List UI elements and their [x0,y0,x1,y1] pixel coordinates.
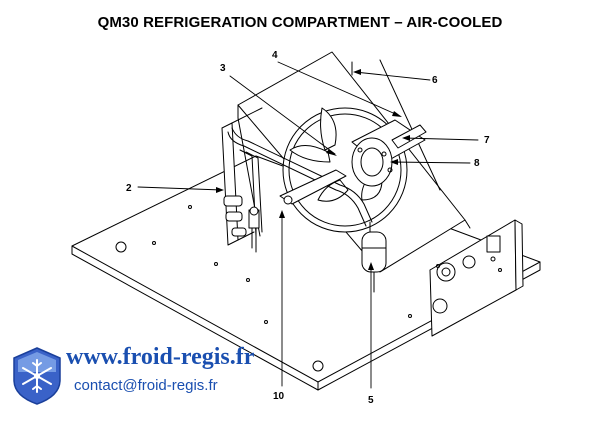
callout-7: 7 [484,135,490,146]
fan-thermostat [248,206,260,253]
refrigerant-piping [227,127,373,237]
callout-6: 6 [432,75,438,86]
condenser-coil [221,107,263,246]
drier [361,221,387,293]
base-plate [71,155,541,391]
watermark-email[interactable]: contact@froid-regis.fr [74,377,218,394]
snowflake-shield-icon [13,347,61,405]
callout-10: 10 [273,391,285,402]
fan-motor [351,119,427,187]
callout-leaders [137,61,479,389]
callout-8: 8 [474,158,480,169]
callout-5: 5 [368,395,374,406]
callout-3: 3 [220,63,226,74]
diagram-title: QM30 REFRIGERATION COMPARTMENT – AIR-COO… [97,14,503,31]
side-bracket-panel [429,219,524,337]
watermark-url[interactable]: www.froid-regis.fr [66,344,255,370]
callout-4: 4 [272,50,278,61]
callout-2: 2 [126,183,132,194]
